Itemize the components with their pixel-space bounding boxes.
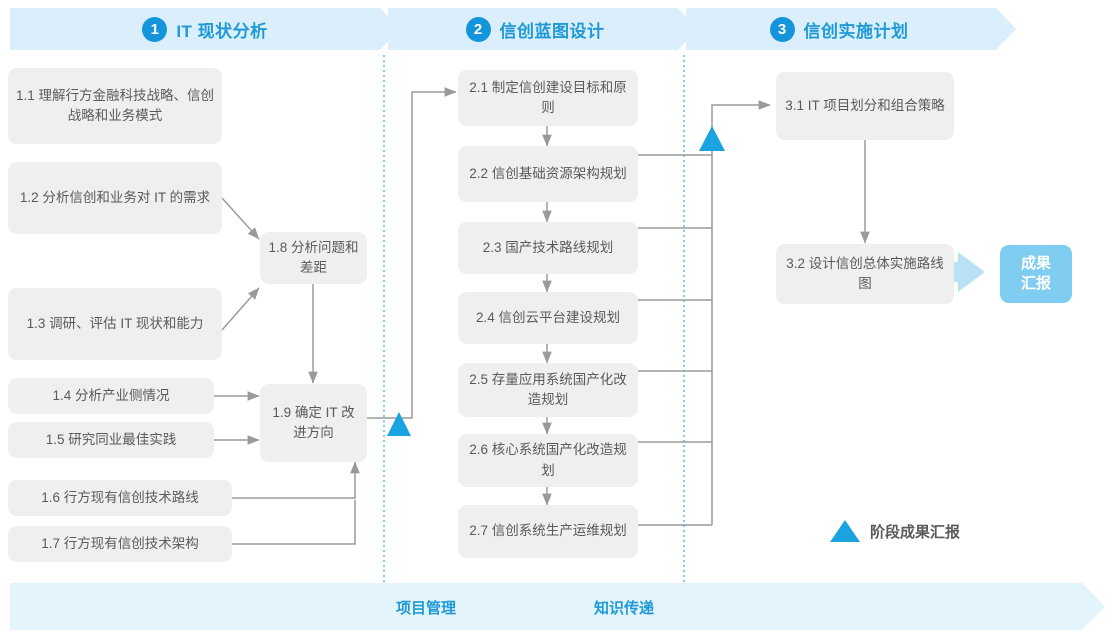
process-box-2-7[interactable]: 2.7 信创系统生产运维规划 bbox=[458, 505, 638, 558]
output-badge-line1: 成果 bbox=[1020, 254, 1051, 272]
process-box-3-2[interactable]: 3.2 设计信创总体实施路线图 bbox=[776, 244, 954, 304]
phase-3-title: 信创实施计划 bbox=[803, 21, 909, 41]
bottom-band-label-1: 项目管理 bbox=[396, 600, 457, 617]
phase-header-3: 3 信创实施计划 bbox=[686, 8, 1016, 50]
wire-1-3-to-1-8 bbox=[221, 287, 260, 331]
process-box-1-1[interactable]: 1.1 理解行方金融科技战略、信创战略和业务模式 bbox=[8, 68, 222, 144]
process-box-1-3[interactable]: 1.3 调研、评估 IT 现状和能力 bbox=[8, 288, 222, 360]
process-box-1-4[interactable]: 1.4 分析产业侧情况 bbox=[8, 378, 214, 414]
process-box-1-9[interactable]: 1.9 确定 IT 改进方向 bbox=[260, 384, 367, 462]
legend: 阶段成果汇报 bbox=[830, 520, 960, 542]
phase-3-chevron-shape bbox=[686, 8, 1016, 50]
process-box-1-2[interactable]: 1.2 分析信创和业务对 IT 的需求 bbox=[8, 162, 222, 234]
process-box-1-8[interactable]: 1.8 分析问题和差距 bbox=[260, 232, 367, 284]
output-badge-line2: 汇报 bbox=[1020, 275, 1051, 292]
phase-3-number: 3 bbox=[769, 16, 795, 42]
process-box-1-5[interactable]: 1.5 研究同业最佳实践 bbox=[8, 422, 214, 458]
wire-1-7-to-bus bbox=[232, 500, 356, 545]
process-box-3-1[interactable]: 3.1 IT 项目划分和组合策略 bbox=[776, 72, 954, 140]
triangle-marker-icon bbox=[830, 520, 860, 542]
phase-2-number: 2 bbox=[465, 16, 491, 42]
phase-1-title: IT 现状分析 bbox=[176, 21, 268, 41]
bottom-band-shape bbox=[10, 583, 1105, 630]
phase-1-chevron-shape bbox=[10, 8, 400, 50]
milestone-triangle-phase-2 bbox=[699, 126, 725, 151]
wire-bus-to-3-1 bbox=[711, 100, 771, 525]
process-box-1-6[interactable]: 1.6 行方现有信创技术路线 bbox=[8, 480, 232, 516]
phase-header-1: 1 IT 现状分析 bbox=[10, 8, 400, 50]
wire-1-6-to-1-9 bbox=[232, 461, 360, 499]
process-box-2-2[interactable]: 2.2 信创基础资源架构规划 bbox=[458, 146, 638, 202]
wire-1-9-to-2-1 bbox=[367, 87, 457, 419]
phase-2-title: 信创蓝图设计 bbox=[499, 21, 605, 41]
phase-2-chevron-shape bbox=[388, 8, 698, 50]
output-badge[interactable]: 成果 汇报 bbox=[1000, 245, 1072, 303]
process-box-2-3[interactable]: 2.3 国产技术路线规划 bbox=[458, 222, 638, 274]
milestone-triangle-phase-1 bbox=[387, 412, 411, 436]
process-box-2-1[interactable]: 2.1 制定信创建设目标和原则 bbox=[458, 70, 638, 126]
process-box-2-4[interactable]: 2.4 信创云平台建设规划 bbox=[458, 292, 638, 344]
wire-1-2-to-1-8 bbox=[221, 197, 260, 240]
bottom-band-label-2: 知识传递 bbox=[594, 600, 655, 617]
process-box-2-6[interactable]: 2.6 核心系统国产化改造规划 bbox=[458, 434, 638, 487]
legend-label: 阶段成果汇报 bbox=[870, 523, 961, 541]
process-box-1-7[interactable]: 1.7 行方现有信创技术架构 bbox=[8, 526, 232, 562]
process-box-2-5[interactable]: 2.5 存量应用系统国产化改造规划 bbox=[458, 363, 638, 417]
phase-1-number: 1 bbox=[142, 16, 168, 42]
phase-header-2: 2 信创蓝图设计 bbox=[388, 8, 698, 50]
